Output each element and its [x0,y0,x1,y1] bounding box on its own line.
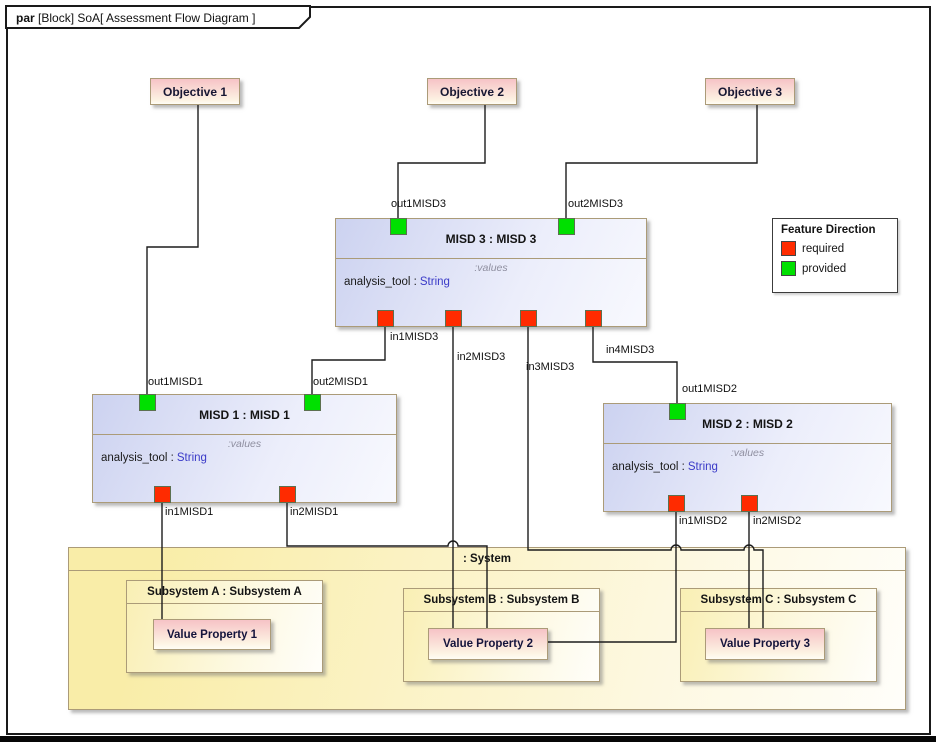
legend-title: Feature Direction [781,224,876,236]
port-in2MISD1[interactable] [279,486,296,503]
provided-color-swatch [781,261,796,276]
misd-3-block[interactable]: MISD 3 : MISD 3 :values analysis_tool :S… [335,218,647,327]
subsystem-b-title: Subsystem B : Subsystem B [404,589,599,612]
port-in2MISD3[interactable] [445,310,462,327]
misd-2-attribute: analysis_tool :String [604,459,891,473]
port-label-out1MISD1: out1MISD1 [148,376,204,388]
legend-item-required-label: required [802,242,845,255]
misd-1-values-compartment-label: :values [227,438,262,450]
misd-1-attr-type: String [176,452,207,464]
port-label-in2MISD3: in2MISD3 [457,351,506,363]
misd-1-attribute: analysis_tool :String [93,450,396,464]
port-out2MISD1[interactable] [304,394,321,411]
system-title: : System [69,548,905,571]
tab-name: [Block] SoA[ Assessment Flow Diagram ] [34,11,256,25]
port-label-in1MISD2: in1MISD2 [679,515,728,527]
port-label-in4MISD3: in4MISD3 [606,344,655,356]
port-out1MISD2[interactable] [669,403,686,420]
value-property-2[interactable]: Value Property 2 [428,628,548,660]
port-label-out1MISD2: out1MISD2 [682,383,738,395]
port-in1MISD1[interactable] [154,486,171,503]
legend-item-provided-label: provided [802,262,847,275]
feature-direction-legend[interactable]: Feature Direction required provided [772,218,898,293]
subsystem-c-title: Subsystem C : Subsystem C [681,589,876,612]
diagram-tab-shape [5,5,311,29]
port-label-in1MISD3: in1MISD3 [390,331,439,343]
port-label-in2MISD2: in2MISD2 [753,515,802,527]
port-label-in3MISD3: in3MISD3 [526,361,575,373]
objective-2-block[interactable]: Objective 2 [427,78,517,105]
misd-3-attr-name: analysis_tool : [344,276,417,288]
misd-3-title: MISD 3 : MISD 3 [336,219,646,259]
misd-1-title: MISD 1 : MISD 1 [93,395,396,435]
diagram-tab-title: par [Block] SoA[ Assessment Flow Diagram… [16,11,255,25]
misd-1-block[interactable]: MISD 1 : MISD 1 :values analysis_tool :S… [92,394,397,503]
misd-3-attr-type: String [419,276,450,288]
legend-item-provided: provided [781,261,889,276]
tab-keyword: par [16,11,35,25]
value-property-1[interactable]: Value Property 1 [153,619,271,650]
required-color-swatch [781,241,796,256]
port-out2MISD3[interactable] [558,218,575,235]
value-property-3[interactable]: Value Property 3 [705,628,825,660]
port-label-out1MISD3: out1MISD3 [391,198,447,210]
objective-1-block[interactable]: Objective 1 [150,78,240,105]
port-in2MISD2[interactable] [741,495,758,512]
port-in4MISD3[interactable] [585,310,602,327]
subsystem-a-title: Subsystem A : Subsystem A [127,581,322,604]
port-in1MISD3[interactable] [377,310,394,327]
port-in3MISD3[interactable] [520,310,537,327]
port-label-in1MISD1: in1MISD1 [165,506,214,518]
port-in1MISD2[interactable] [668,495,685,512]
misd-2-title: MISD 2 : MISD 2 [604,404,891,444]
misd-3-attribute: analysis_tool :String [336,274,646,288]
port-out1MISD1[interactable] [139,394,156,411]
port-label-out2MISD3: out2MISD3 [568,198,624,210]
misd-2-attr-type: String [687,461,718,473]
misd-2-values-compartment-label: :values [730,447,765,459]
legend-item-required: required [781,241,889,256]
objective-3-block[interactable]: Objective 3 [705,78,795,105]
bottom-border-bar [0,736,936,742]
misd-1-attr-name: analysis_tool : [101,452,174,464]
misd-2-attr-name: analysis_tool : [612,461,685,473]
misd-3-values-compartment-label: :values [474,262,508,274]
port-label-in2MISD1: in2MISD1 [290,506,339,518]
port-out1MISD3[interactable] [390,218,407,235]
port-label-out2MISD1: out2MISD1 [313,376,369,388]
